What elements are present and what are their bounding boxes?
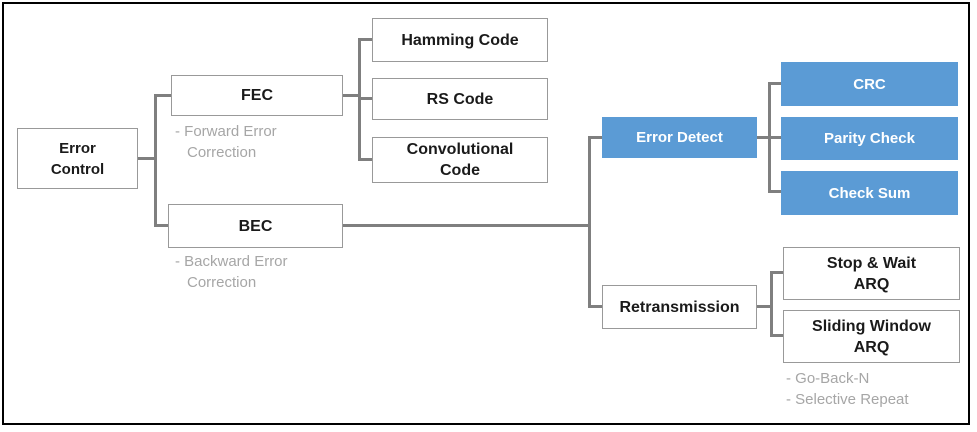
node-error-control-label: Error Control (50, 139, 105, 178)
connector-to-crc (771, 82, 781, 85)
node-retransmission-label: Retransmission (619, 298, 740, 316)
note-sliding-window: - Go-Back-N - Selective Repeat (786, 370, 909, 408)
connector-trunk-detect-children (768, 82, 771, 193)
node-convolutional-code: Convolutional Code (372, 137, 548, 183)
note-fec: - Forward Error Correction (175, 123, 277, 161)
note-bec: - Backward Error Correction (175, 253, 288, 291)
connector-to-stop-wait (773, 271, 783, 274)
connector-fec-out (343, 94, 359, 97)
connector-trunk-fec-bec (154, 94, 157, 227)
connector-to-fec (157, 94, 171, 97)
connector-to-convolutional (361, 158, 372, 161)
node-parity-check-label: Parity Check (824, 130, 915, 147)
node-retransmission: Retransmission (602, 285, 757, 329)
node-crc: CRC (781, 62, 958, 106)
connector-to-checksum (771, 190, 781, 193)
connector-to-bec (157, 224, 171, 227)
connector-to-retransmission (591, 305, 602, 308)
node-check-sum-label: Check Sum (828, 184, 911, 202)
node-rs-code-label: RS Code (426, 90, 494, 108)
node-sliding-window-arq-label: Sliding Window ARQ (812, 317, 931, 356)
node-stop-and-wait-arq: Stop & Wait ARQ (783, 247, 960, 300)
connector-trunk-bec-children (588, 136, 591, 308)
node-parity-check: Parity Check (781, 117, 958, 160)
connector-root-trunk (138, 157, 157, 160)
connector-to-error-detect (591, 136, 602, 139)
connector-trunk-fec-children (358, 38, 361, 161)
connector-to-rs (361, 97, 372, 100)
connector-retransmission-out (757, 305, 771, 308)
node-rs-code: RS Code (372, 78, 548, 120)
node-error-control: Error Control (17, 128, 138, 189)
connector-error-detect-out (757, 136, 769, 139)
node-hamming-code-label: Hamming Code (401, 31, 519, 49)
connector-to-hamming (361, 38, 372, 41)
connector-to-parity (771, 136, 781, 139)
node-fec: FEC (171, 75, 343, 116)
node-hamming-code: Hamming Code (372, 18, 548, 62)
node-error-detect-label: Error Detect (636, 129, 723, 146)
node-check-sum: Check Sum (781, 171, 958, 215)
connector-to-sliding-window (773, 334, 783, 337)
connector-trunk-arq-children (770, 271, 773, 337)
node-bec: BEC (168, 204, 343, 248)
node-convolutional-code-label: Convolutional Code (406, 141, 514, 179)
node-bec-label: BEC (238, 217, 273, 235)
node-stop-and-wait-arq-label: Stop & Wait ARQ (826, 254, 917, 293)
node-sliding-window-arq: Sliding Window ARQ (783, 310, 960, 363)
node-crc-label: CRC (853, 75, 886, 93)
node-error-detect: Error Detect (602, 117, 757, 158)
node-fec-label: FEC (241, 87, 273, 104)
connector-bec-out (343, 224, 590, 227)
